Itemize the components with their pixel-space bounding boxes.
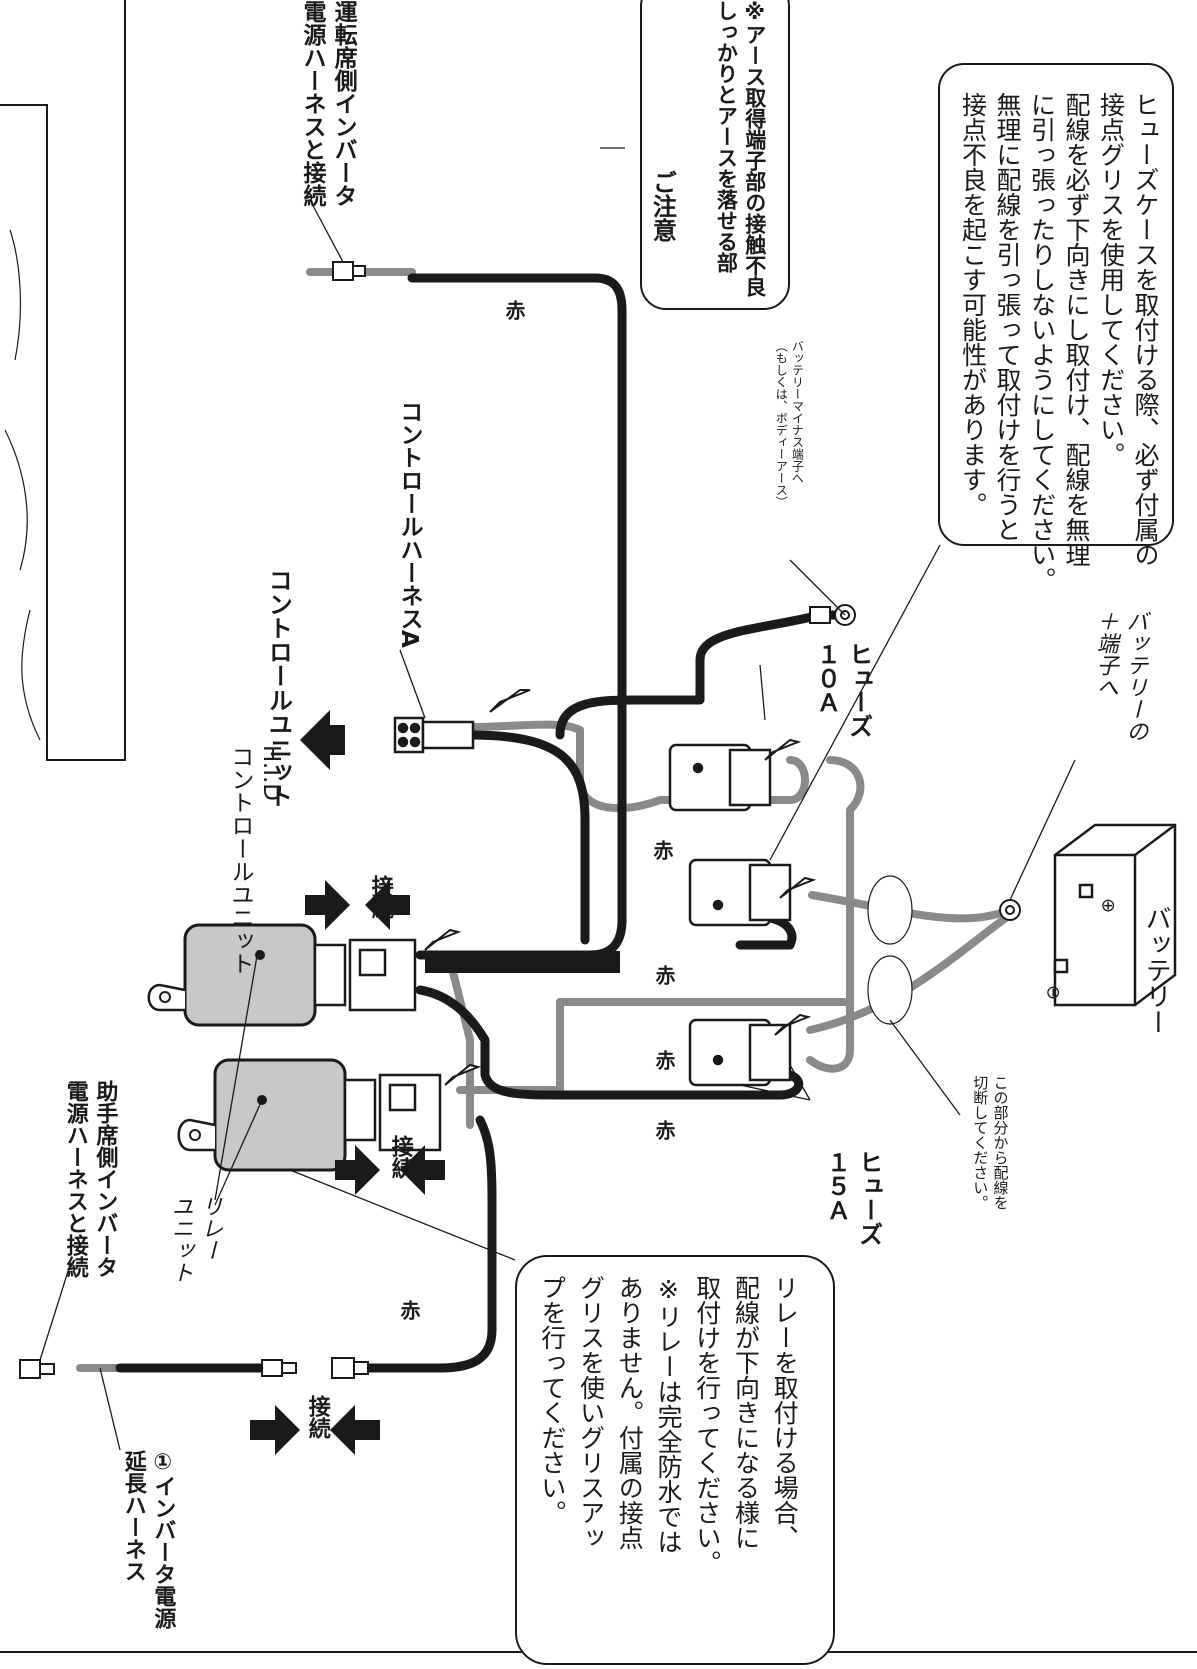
relay-connector-upper [348,938,417,1012]
red-wire-label-5: 赤 [652,1120,676,1140]
fuse-note-box [938,63,1174,546]
fuse-10a-label: ヒューズ １０Ａ [812,642,873,738]
relay-note-text: リレーを取付ける場合、 配線が下向きになる様に 取付けを行ってください。 ※リレ… [537,1275,800,1575]
battery-plus-label: バッテリーの ＋端子へ [1092,610,1148,742]
red-wire-label-6: 赤 [397,1300,421,1320]
battery-minus-symbol: ⊖ [1042,985,1064,1001]
vehicle-illustration [0,0,126,761]
leader-lines [39,147,1076,1451]
connect-label-bottom: 接続 [304,1395,330,1439]
cut-here-label: この部分から配線を 切断してください。 [971,1075,1010,1210]
fuse-holder-15a-lower [688,1018,792,1087]
relay-note-box [515,1255,835,1665]
connect-label-lower: 接続 [387,1135,413,1179]
driver-inverter-label: 運転席側インバータ 電源ハーネスと接続 [299,0,357,207]
red-wire-label-2: 赤 [650,840,674,860]
fuse-holder-15a-upper [688,858,792,927]
battery-plus-symbol: ⊕ [1097,898,1119,914]
relay-connector-lower [378,1073,442,1152]
cut-point-ellipses [867,875,913,1025]
fuse-note-text: ヒューズケースを取付ける際、必ず付属の 接点グリスを使用してください。 配線を必… [958,92,1161,592]
battery-label: バッテリー [1141,905,1172,1035]
control-unit-label: コントロールユニット [264,568,293,808]
passenger-inverter-label: 助手席側インバータ 電源ハーネスと接続 [62,1080,118,1278]
fuse-holder-10a [668,743,772,812]
inverter-ext-label: ①インバータ電源 延長ハーネス [120,1450,176,1629]
caution-box [640,0,790,310]
red-wire-label-4: 赤 [652,1050,676,1070]
pointer-arrows [424,689,817,1086]
battery [1053,823,1177,1007]
caution-title: ご注意 [646,170,679,242]
control-unit-connector [393,716,475,754]
battery-minus-label: バッテリーマイナス端子へ （もしくは、ボディーアース） [774,340,805,508]
fuse-15a-label: ヒューズ １５Ａ [822,1150,883,1246]
block-arrows [250,710,445,1455]
hid-control-label: H.I.D コントロールユニット [227,745,285,975]
relay-unit-label: リレー ユニット [167,1195,223,1283]
red-wire-label-3: 赤 [652,965,676,985]
connect-label-upper: 接続 [367,875,393,919]
caution-text: ※アース取得端子部の接触不良 しっかりとアースを落せる部 [714,0,767,297]
relay-unit-lower [177,1058,377,1172]
relay-unit-upper [147,923,347,1027]
control-harness-a-label: コントロールハーネスA [396,400,423,648]
red-wire-label-1: 赤 [502,300,526,320]
